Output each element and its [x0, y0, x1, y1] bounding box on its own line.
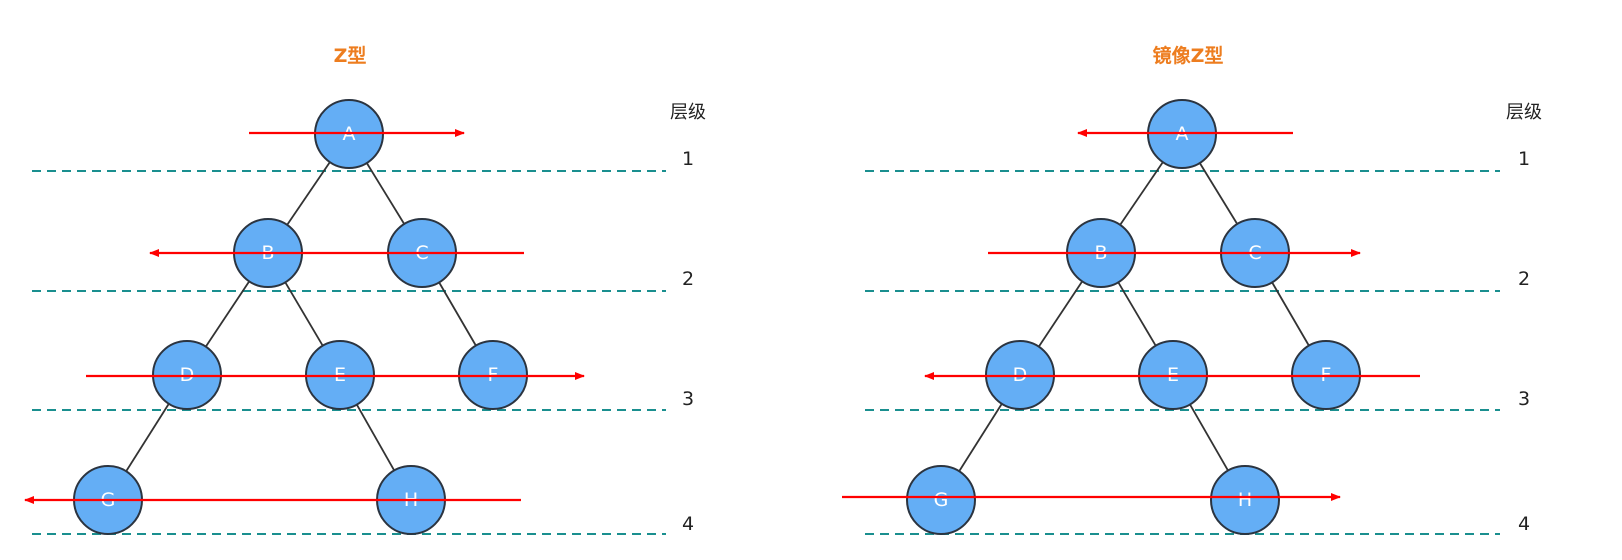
level-number: 4 [682, 513, 694, 535]
node-label: G [934, 489, 949, 511]
tree-edge [1271, 281, 1310, 347]
node-circle [906, 465, 976, 535]
level-number: 4 [1518, 513, 1530, 535]
node-circle [1210, 465, 1280, 535]
level-number: 3 [682, 388, 694, 410]
tree-edge [356, 404, 395, 471]
tree-edge [1119, 161, 1164, 226]
tree-edge [1189, 404, 1229, 471]
tree-edge [1199, 162, 1238, 225]
level-number: 1 [1518, 148, 1530, 170]
tree-edge [366, 162, 405, 225]
tree-edge [438, 281, 477, 347]
tree-edge [125, 403, 170, 472]
level-number: 2 [682, 268, 694, 290]
tree-edge [205, 280, 250, 348]
tree-edge [1117, 281, 1157, 347]
level-number: 2 [1518, 268, 1530, 290]
mirror-z-diagram: 镜像Z型 层级 1 2 3 4 ABCDEFGH [842, 44, 1542, 535]
level-number: 3 [1518, 388, 1530, 410]
diagram-title: 镜像Z型 [1153, 44, 1224, 67]
level-number: 1 [682, 148, 694, 170]
tree-edge [284, 281, 324, 347]
tree-node: H [1210, 465, 1280, 535]
z-diagram: Z型 层级 1 2 3 4 ABCDEFGH [24, 44, 706, 535]
tree-node: G [906, 465, 976, 535]
tree-edge [1038, 280, 1083, 348]
node-label: H [1238, 489, 1252, 511]
diagram-title: Z型 [334, 44, 367, 67]
tree-edge [286, 161, 331, 226]
tree-edge [958, 403, 1003, 472]
level-header: 层级 [1506, 102, 1542, 123]
level-header: 层级 [670, 102, 706, 123]
